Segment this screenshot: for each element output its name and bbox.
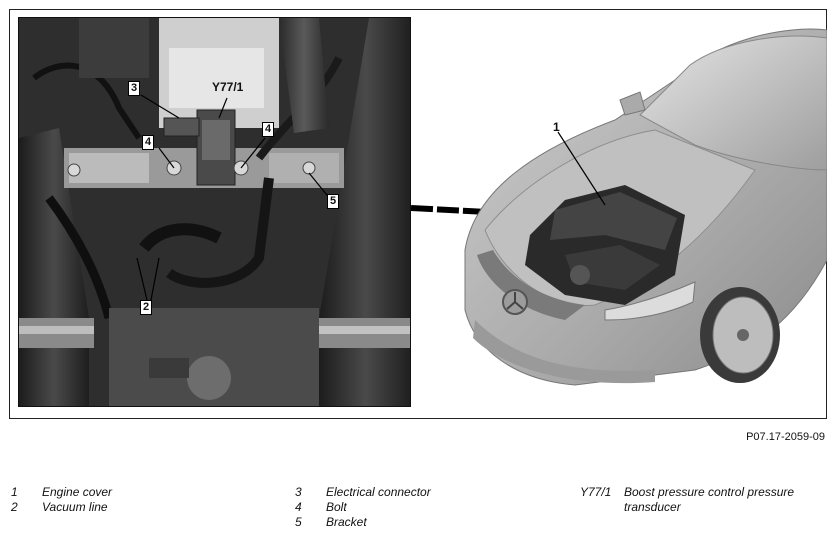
legend-number: Y77/1: [580, 485, 612, 499]
legend-label: Vacuum line: [42, 500, 108, 514]
legend-item: 3 Electrical connector: [295, 485, 431, 500]
legend-label: Electrical connector: [326, 485, 431, 499]
legend-label: Engine cover: [42, 485, 113, 499]
callout-4-right: 4: [262, 122, 275, 137]
legend-number: 3: [295, 485, 302, 499]
legend-item: 1 Engine cover: [11, 485, 112, 500]
callout-1: 1: [553, 120, 560, 134]
legend-label: Bolt: [326, 500, 347, 514]
car-illustration: [464, 28, 827, 386]
legend-item: Y77/1 Boost pressure control pressure tr…: [580, 485, 814, 515]
legend-number: 1: [11, 485, 18, 499]
legend-column-2: 3 Electrical connector 4 Bolt 5 Bracket: [295, 485, 431, 530]
legend-label: Bracket: [326, 515, 367, 529]
legend-column-1: 1 Engine cover 2 Vacuum line: [11, 485, 112, 515]
legend-column-3: Y77/1 Boost pressure control pressure tr…: [580, 485, 814, 515]
legend-label: Boost pressure control pressure transduc…: [624, 485, 795, 514]
legend-item: 4 Bolt: [295, 500, 431, 515]
callout-4-left: 4: [142, 135, 155, 150]
legend-item: 2 Vacuum line: [11, 500, 112, 515]
legend-number: 4: [295, 500, 302, 514]
callout-2: 2: [140, 300, 153, 315]
callout-y77-1: Y77/1: [212, 80, 244, 94]
engine-bay-photo: [18, 17, 411, 407]
legend-number: 5: [295, 515, 302, 529]
legend-number: 2: [11, 500, 18, 514]
callout-5: 5: [327, 194, 340, 209]
figure-id: P07.17-2059-09: [746, 431, 825, 443]
callout-3: 3: [128, 81, 141, 96]
engine-bay-drawing: [19, 18, 410, 406]
legend-item: 5 Bracket: [295, 515, 431, 530]
